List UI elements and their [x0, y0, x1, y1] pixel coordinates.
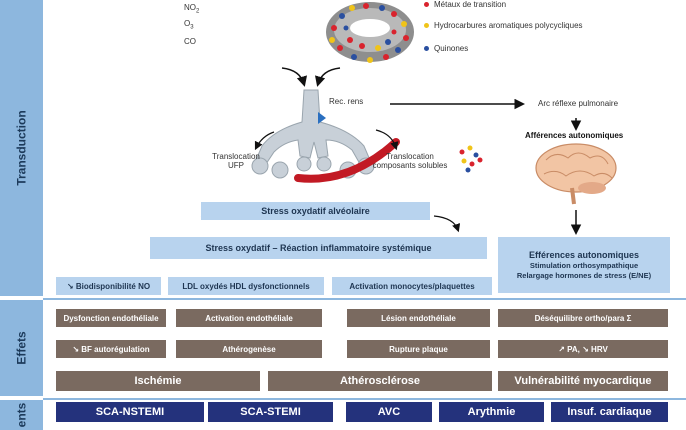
effect-bf-box: ↘ BF autorégulation [56, 340, 166, 358]
effect-vulnerabilite-box: Vulnérabilité myocardique [498, 371, 668, 391]
sidebar-events: ents [0, 400, 43, 430]
legend-item-metals: Métaux de transition [424, 0, 506, 9]
effect-activation-box: Activation endothéliale [176, 309, 322, 327]
mechanism-no-box: ↘ Biodisponibilité NO [56, 277, 161, 295]
efferences-line2: Relargage hormones de stress (E/NE) [516, 271, 652, 281]
red-dot-icon [424, 2, 429, 8]
event-insuffisance-box: Insuf. cardiaque [551, 402, 668, 422]
mechanism-ldl-box: LDL oxydés HDL dysfonctionnels [168, 277, 324, 295]
blue-dot-icon [424, 46, 429, 52]
effect-pa-hrv-box: ↗ PA, ↘ HRV [498, 340, 668, 358]
section-divider-events [43, 398, 686, 400]
sidebar-effets: Effets [0, 300, 43, 396]
translocation-solubles-label: Translocation composants solubles [372, 152, 448, 170]
event-stemi-box: SCA-STEMI [208, 402, 333, 422]
effect-lesion-box: Lésion endothéliale [347, 309, 490, 327]
efferences-title: Efférences autonomiques [528, 249, 640, 260]
gas-no2: NO2 [184, 3, 200, 15]
sidebar-effets-label: Effets [14, 331, 29, 365]
event-avc-box: AVC [346, 402, 432, 422]
effect-dysfonction-box: Dysfonction endothéliale [56, 309, 166, 327]
effect-atherogenese-box: Athérogenèse [176, 340, 322, 358]
legend-item-hap: Hydrocarbures aromatiques polycycliques [424, 21, 583, 30]
effect-desequilibre-box: Déséquilibre ortho/para Σ [498, 309, 668, 327]
effect-ischemie-box: Ischémie [56, 371, 260, 391]
legend-item-quinones: Quinones [424, 44, 468, 53]
gas-o3: O3 [184, 19, 194, 31]
particle-illustration [326, 2, 414, 63]
event-nstemi-box: SCA-NSTEMI [56, 402, 204, 422]
afferences-label: Afférences autonomiques [525, 131, 624, 140]
sidebar-transduction-label: Transduction [14, 110, 29, 186]
event-arythmie-box: Arythmie [439, 402, 544, 422]
efferences-box: Efférences autonomiques Stimulation orth… [498, 237, 670, 293]
stress-alveolar-box: Stress oxydatif alvéolaire [201, 202, 430, 220]
stress-systemic-box: Stress oxydatif – Réaction inflammatoire… [150, 237, 487, 259]
gas-co: CO [184, 37, 196, 46]
transduction-diagram [200, 67, 617, 235]
effect-rupture-box: Rupture plaque [347, 340, 490, 358]
section-divider-effets [43, 298, 686, 300]
efferences-line1: Stimulation orthosympathique [529, 260, 639, 270]
sidebar-events-label: ents [14, 402, 29, 428]
brain-icon [535, 143, 617, 205]
effect-atherosclerose-box: Athérosclérose [268, 371, 492, 391]
translocation-ufp-label: Translocation UFP [212, 152, 260, 170]
sidebar-transduction: Transduction [0, 0, 43, 296]
mechanism-monocytes-box: Activation monocytes/plaquettes [332, 277, 492, 295]
arc-reflexe-label: Arc réflexe pulmonaire [538, 99, 619, 108]
yellow-dot-icon [424, 23, 429, 29]
receptors-label: Rec. rens [329, 97, 364, 106]
